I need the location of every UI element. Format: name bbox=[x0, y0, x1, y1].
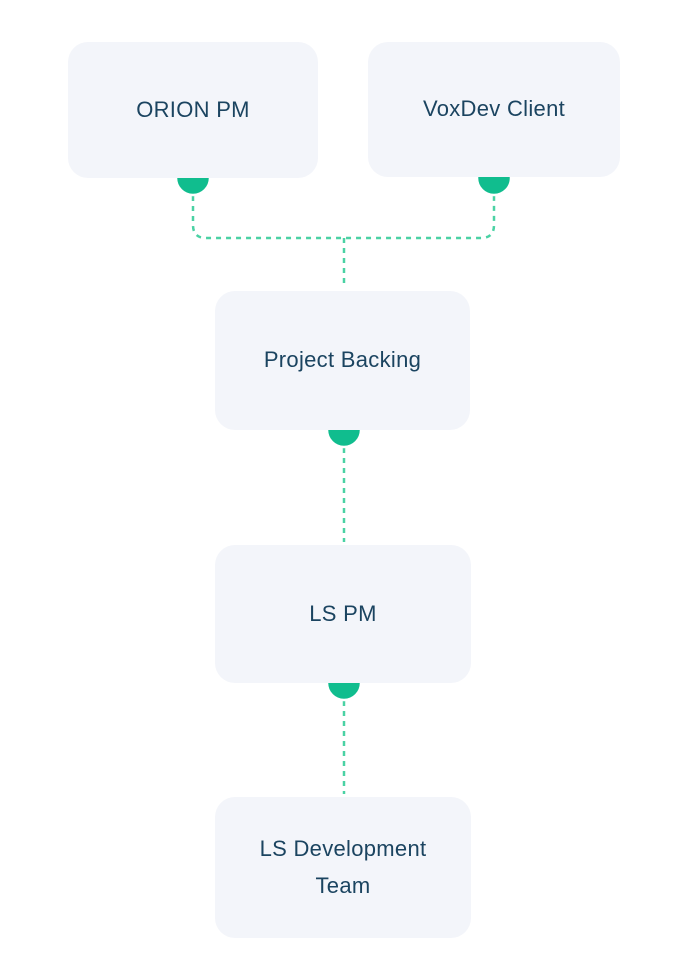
edge-fork-top bbox=[191, 196, 496, 240]
node-ls-pm: LS PM bbox=[215, 545, 471, 683]
node-orion-pm: ORION PM bbox=[68, 42, 318, 178]
node-ls-development-team: LS Development Team bbox=[215, 797, 471, 938]
node-voxdev-client-label: VoxDev Client bbox=[422, 96, 566, 122]
node-ls-pm-label: LS PM bbox=[309, 600, 377, 626]
node-project-backing-label: Project Backing bbox=[263, 347, 422, 373]
node-ls-development-team-label: LS Development Team bbox=[259, 836, 427, 898]
node-orion-pm-label: ORION PM bbox=[136, 96, 250, 122]
node-project-backing: Project Backing bbox=[215, 291, 470, 430]
node-voxdev-client: VoxDev Client bbox=[368, 42, 620, 177]
